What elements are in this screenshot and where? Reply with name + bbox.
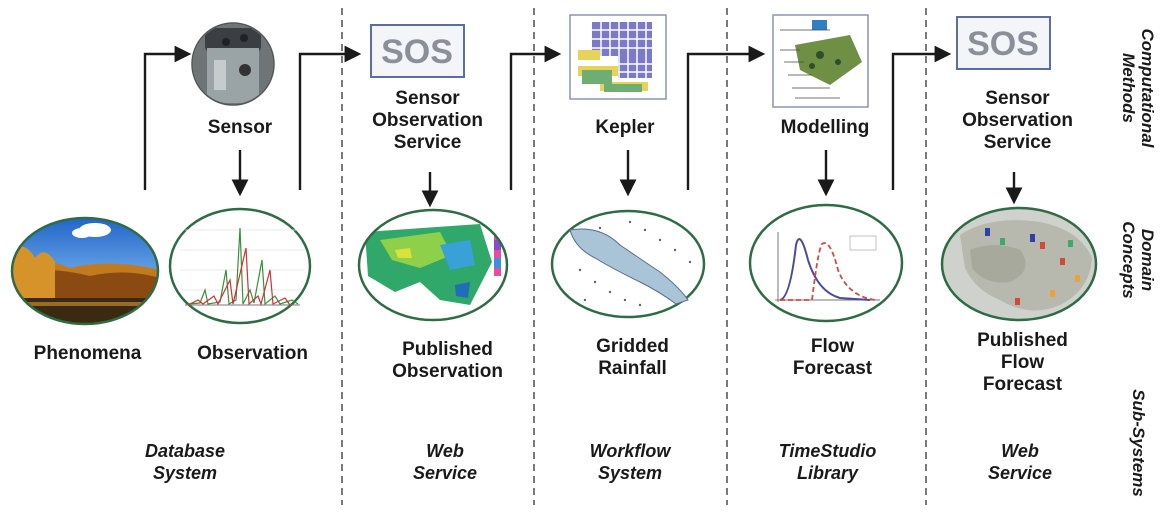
label-observation: Observation <box>197 343 308 364</box>
column-separators <box>341 8 927 505</box>
label-gridded-rainfall: Gridded Rainfall <box>596 336 669 379</box>
sos-logo-2-text: SOS <box>967 25 1039 63</box>
published-flow-forecast-map-image <box>940 206 1098 322</box>
sensor-device-image <box>191 22 275 106</box>
sos-logo-1: SOS <box>370 24 465 78</box>
flow-forecast-chart-image <box>748 203 904 323</box>
label-sensor: Sensor <box>207 117 273 138</box>
label-database-system: Database System <box>144 441 226 483</box>
label-timestudio-library: TimeStudio Library <box>778 441 877 483</box>
label-phenomena: Phenomena <box>33 343 142 364</box>
row-label-sub-systems: Sub-Systems <box>1129 389 1148 497</box>
observation-chart-image <box>168 207 312 325</box>
label-flow-forecast: Flow Forecast <box>792 336 873 379</box>
row-label-computational-methods: Computational Methods <box>1119 28 1157 148</box>
phenomena-landscape-image <box>10 216 160 326</box>
kepler-workflow-thumbnail <box>569 14 667 100</box>
modelling-thumbnail <box>772 14 869 108</box>
label-kepler: Kepler <box>595 117 655 138</box>
gridded-rainfall-image <box>550 209 706 319</box>
published-observation-map-image <box>357 208 509 322</box>
label-sensor-observation-service-2: Sensor Observation Service <box>962 88 1073 153</box>
label-web-service-2: Web Service <box>987 441 1053 483</box>
row-label-domain-concepts: Domain Concepts <box>1119 221 1157 299</box>
flow-arrows <box>143 45 1023 208</box>
label-web-service-1: Web Service <box>412 441 478 483</box>
label-sensor-observation-service-1: Sensor Observation Service <box>372 88 483 153</box>
sos-logo-1-text: SOS <box>381 33 453 71</box>
label-published-flow-forecast: Published Flow Forecast <box>977 330 1068 395</box>
sos-logo-2: SOS <box>956 16 1051 70</box>
label-modelling: Modelling <box>780 117 870 138</box>
label-published-observation: Published Observation <box>392 339 503 382</box>
label-workflow-system: Workflow System <box>589 441 671 483</box>
